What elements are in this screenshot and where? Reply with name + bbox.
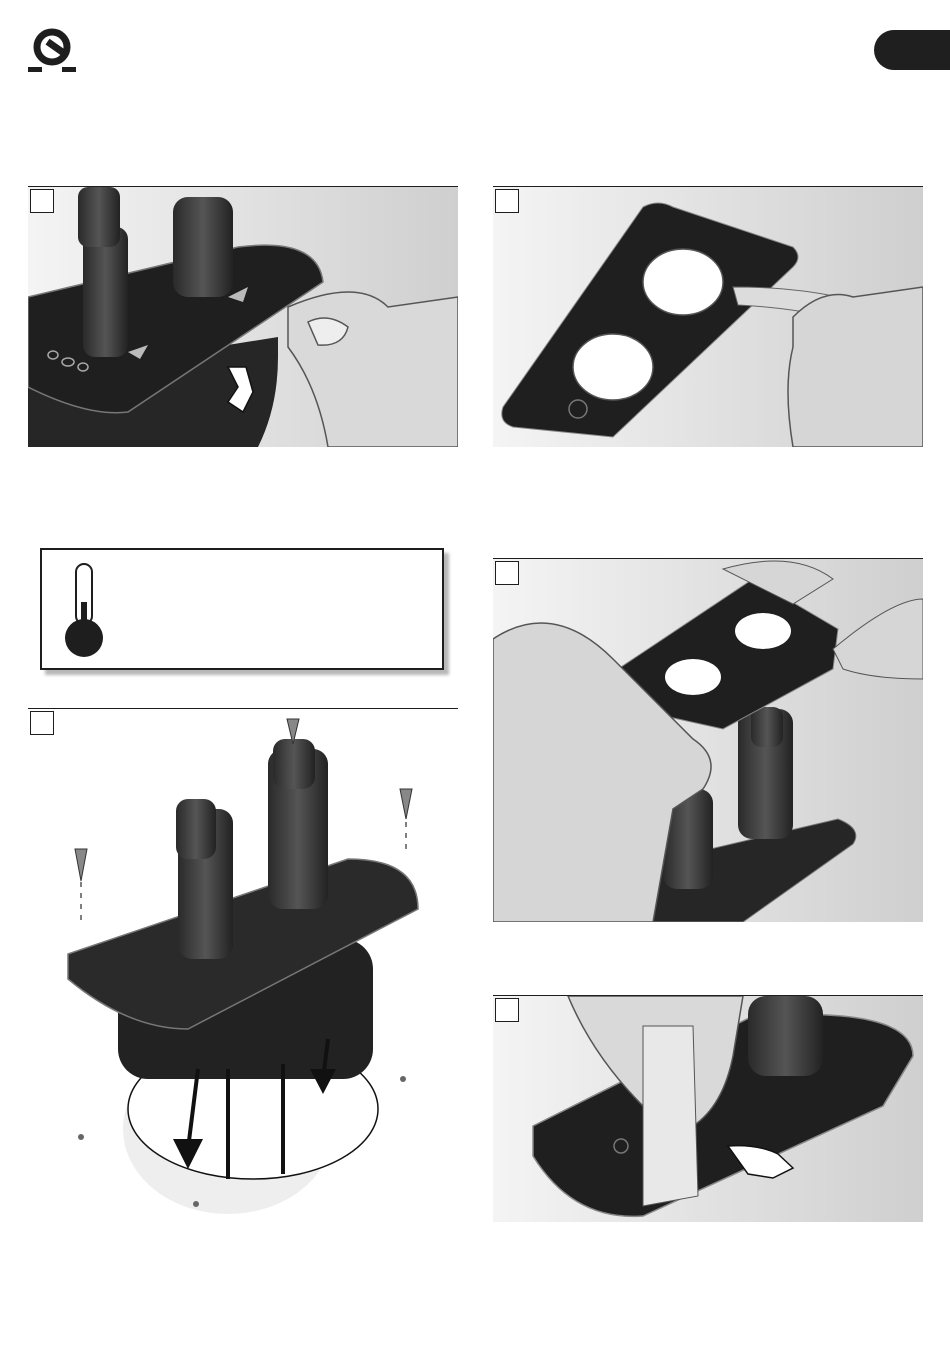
quick-logo-icon — [26, 28, 78, 74]
step-5-number-box — [495, 998, 519, 1022]
step-3-illustration — [28, 709, 458, 1221]
step-2-illustration — [493, 187, 923, 447]
step-1-number-box — [30, 189, 54, 213]
temperature-warning-box — [40, 548, 444, 670]
thermometer-icon — [62, 562, 108, 658]
step-2-number-box — [495, 189, 519, 213]
step-3-number-box — [30, 711, 54, 735]
step-5-illustration — [493, 996, 923, 1222]
step-4-illustration — [493, 559, 923, 922]
language-tab — [874, 30, 950, 70]
step-4-number-box — [495, 561, 519, 585]
step-1-illustration — [28, 187, 458, 447]
